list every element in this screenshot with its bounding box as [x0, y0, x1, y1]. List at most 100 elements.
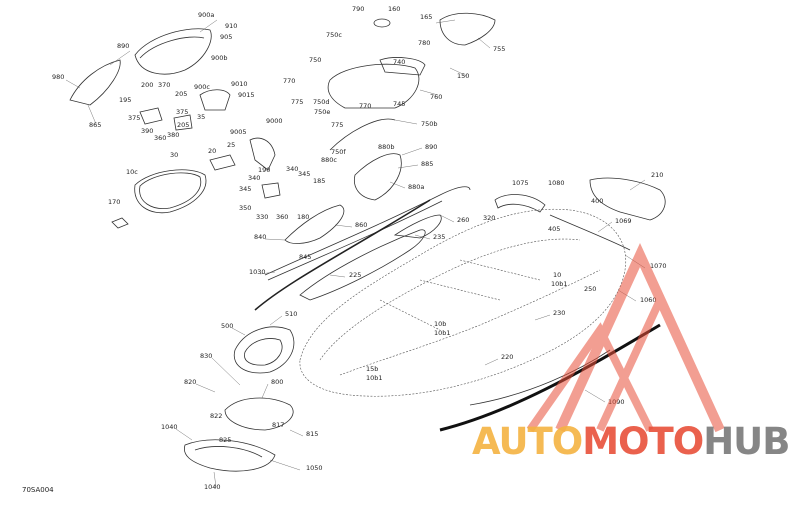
callout-180: 180: [297, 213, 309, 221]
callout-770: 770: [283, 77, 295, 85]
callout-375: 375: [128, 114, 140, 122]
callout-165: 165: [420, 13, 432, 21]
callout-170: 170: [108, 198, 120, 206]
callout-220: 220: [501, 353, 513, 361]
callout-885: 885: [421, 160, 433, 168]
callout-900b: 900b: [211, 54, 228, 62]
callout-10b1: 10b1: [434, 329, 451, 337]
callout-250: 250: [584, 285, 596, 293]
callout-10c: 10c: [126, 168, 138, 176]
callout-9000: 9000: [266, 117, 283, 125]
callout-880b: 880b: [378, 143, 395, 151]
callout-845: 845: [299, 253, 311, 261]
callout-500: 500: [221, 322, 233, 330]
callout-745: 745: [393, 100, 405, 108]
callout-840: 840: [254, 233, 266, 241]
callout-800: 800: [271, 378, 283, 386]
callout-225: 225: [349, 271, 361, 279]
callout-9010: 9010: [231, 80, 248, 88]
callout-15b: 15b: [366, 365, 378, 373]
callout-1060: 1060: [640, 296, 657, 304]
diagram-code: 70SA004: [22, 486, 54, 494]
callout-750f: 750f: [331, 148, 346, 156]
callout-230: 230: [553, 309, 565, 317]
seat-cover: [134, 28, 212, 75]
front-cowl: [233, 326, 295, 374]
callout-345: 345: [298, 170, 310, 178]
callout-340: 340: [248, 174, 260, 182]
callout-35: 35: [197, 113, 205, 121]
callout-865: 865: [89, 121, 101, 129]
callout-900c: 900c: [194, 83, 210, 91]
callout-205: 205: [175, 90, 187, 98]
callout-405: 405: [548, 225, 560, 233]
callout-25: 25: [227, 141, 235, 149]
callout-755: 755: [493, 45, 505, 53]
callout-205: 205: [177, 121, 189, 129]
callout-780: 780: [418, 39, 430, 47]
callout-340: 340: [286, 165, 298, 173]
callout-1075: 1075: [512, 179, 529, 187]
callout-1080: 1080: [548, 179, 565, 187]
callout-380: 380: [167, 131, 179, 139]
storage-lid: [327, 63, 420, 109]
callout-160: 160: [388, 5, 400, 13]
callout-910: 910: [225, 22, 237, 30]
callout-775: 775: [331, 121, 343, 129]
callout-360: 360: [154, 134, 166, 142]
callout-10: 10: [553, 271, 561, 279]
callout-740: 740: [393, 58, 405, 66]
callout-390: 390: [141, 127, 153, 135]
callout-190: 190: [258, 166, 270, 174]
storage-bin: [134, 169, 207, 214]
callout-345: 345: [239, 185, 251, 193]
callout-360: 360: [276, 213, 288, 221]
callout-750d: 750d: [313, 98, 330, 106]
watermark-logo: [526, 242, 725, 433]
hull-outline: [299, 208, 627, 397]
callout-880c: 880c: [321, 156, 337, 164]
callout-20: 20: [208, 147, 216, 155]
watermark-part-3: HUB: [703, 420, 790, 463]
callout-1030: 1030: [249, 268, 266, 276]
callout-1040: 1040: [204, 483, 221, 491]
callout-1050: 1050: [306, 464, 323, 472]
callout-9005: 9005: [230, 128, 247, 136]
callout-750c: 750c: [326, 31, 342, 39]
watermark-part-1: AUTO: [472, 420, 583, 463]
callout-980: 980: [52, 73, 64, 81]
callout-350: 350: [239, 204, 251, 212]
callout-775: 775: [291, 98, 303, 106]
callout-235: 235: [433, 233, 445, 241]
callout-1070: 1070: [650, 262, 667, 270]
callout-880a: 880a: [408, 183, 424, 191]
callout-825: 825: [219, 436, 231, 444]
callout-860: 860: [355, 221, 367, 229]
callout-890: 890: [425, 143, 437, 151]
callout-185: 185: [313, 177, 325, 185]
callout-750e: 750e: [314, 108, 330, 116]
callout-890: 890: [117, 42, 129, 50]
callout-750: 750: [309, 56, 321, 64]
callout-820: 820: [184, 378, 196, 386]
callout-900a: 900a: [198, 11, 214, 19]
callout-817: 817: [272, 421, 284, 429]
callout-822: 822: [210, 412, 222, 420]
callout-9015: 9015: [238, 91, 255, 99]
callout-760: 760: [430, 93, 442, 101]
callout-150: 150: [457, 72, 469, 80]
callout-10b1: 10b1: [551, 280, 568, 288]
rub-rail: [439, 323, 661, 432]
callout-790: 790: [352, 5, 364, 13]
callout-770: 770: [359, 102, 371, 110]
callout-510: 510: [285, 310, 297, 318]
callout-260: 260: [457, 216, 469, 224]
callout-10b1: 10b1: [366, 374, 383, 382]
callout-905: 905: [220, 33, 232, 41]
callout-370: 370: [158, 81, 170, 89]
callout-30: 30: [170, 151, 178, 159]
callout-1040: 1040: [161, 423, 178, 431]
